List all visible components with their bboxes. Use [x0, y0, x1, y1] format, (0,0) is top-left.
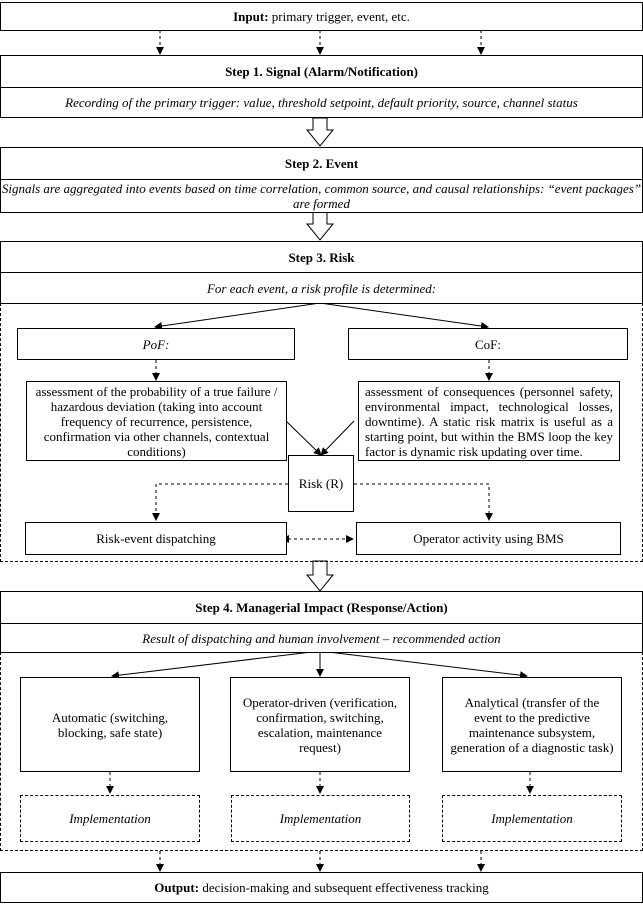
step3-title: Step 3. Risk [0, 241, 643, 273]
input-label: Input: [233, 9, 269, 24]
input-box: Input: primary trigger, event, etc. [0, 2, 643, 31]
input-text: primary trigger, event, etc. [271, 9, 410, 24]
risk-box: Risk (R) [288, 455, 354, 512]
block-arrow-1-2 [305, 117, 335, 147]
block-arrows [305, 117, 335, 592]
step4-title: Step 4. Managerial Impact (Response/Acti… [0, 591, 643, 624]
output-box: Output: decision-making and subsequent e… [0, 872, 643, 903]
dispatching-box: Risk-event dispatching [25, 522, 287, 555]
step2-title: Step 2. Event [0, 147, 643, 180]
output-label: Output: [154, 880, 200, 895]
to-risk [285, 420, 355, 456]
cof-desc-box: assessment of consequences (personnel sa… [358, 381, 620, 461]
step4-desc: Result of dispatching and human involvem… [0, 623, 643, 653]
implementation-box-1: Implementation [20, 795, 200, 842]
output-arrows [156, 851, 485, 872]
pof-desc-box: assessment of the probability of a true … [26, 381, 287, 461]
cof-box: CoF: [348, 328, 628, 360]
input-arrows [156, 30, 485, 55]
risk-out [152, 483, 493, 521]
operator-activity-box: Operator activity using BMS [356, 522, 621, 555]
block-arrow-3-4 [305, 560, 335, 592]
analytical-box: Analytical (transfer of the event to the… [442, 677, 622, 772]
step1-desc: Recording of the primary trigger: value,… [0, 87, 643, 118]
step2-desc: Signals are aggregated into events based… [0, 179, 643, 213]
operator-driven-box: Operator-driven (verification, confirmat… [230, 677, 410, 772]
step3-split [154, 302, 489, 330]
pof-box: PoF: [17, 328, 295, 360]
step4-split [111, 650, 528, 680]
implementation-box-2: Implementation [231, 795, 410, 842]
output-text: decision-making and subsequent effective… [202, 880, 489, 895]
block-arrow-2-3 [305, 211, 335, 241]
implementation-box-3: Implementation [442, 795, 622, 842]
step1-title: Step 1. Signal (Alarm/Notification) [0, 55, 643, 88]
step3-desc: For each event, a risk profile is determ… [0, 272, 643, 304]
automatic-box: Automatic (switching, blocking, safe sta… [20, 677, 200, 772]
